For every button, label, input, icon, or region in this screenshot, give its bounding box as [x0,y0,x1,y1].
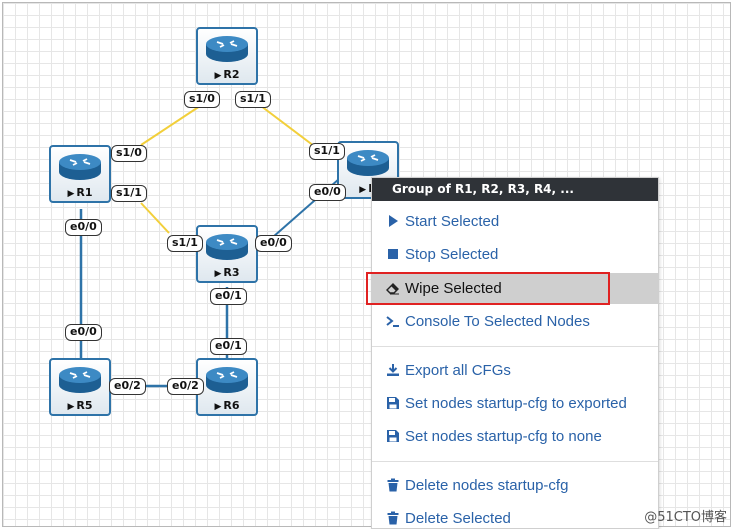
context-menu-header: Group of R1, R2, R3, R4, ... [372,178,658,201]
console-to-selected-item[interactable]: Console To Selected Nodes [372,306,658,337]
trash-icon [387,478,399,492]
menu-item-label: Stop Selected [405,246,499,263]
watermark: @51CTO博客 [644,510,727,525]
node-name: R5 [76,399,93,412]
delete-startup-cfg-item[interactable]: Delete nodes startup-cfg [372,470,658,501]
router-icon [59,154,101,180]
link-r1-r2[interactable] [140,105,201,146]
download-icon [387,364,399,376]
stop-selected-item[interactable]: Stop Selected [372,239,658,270]
startup-cfg-exported-item[interactable]: Set nodes startup-cfg to exported [372,388,658,419]
trash-icon [387,511,399,525]
save-icon [387,430,399,442]
port-label: e0/0 [309,184,346,201]
node-r5[interactable]: ▶R5 [49,358,111,416]
router-icon [347,150,389,176]
wipe-selected-item[interactable]: Wipe Selected [372,273,658,304]
port-label: s1/1 [309,143,345,160]
node-label: ▶R6 [214,399,240,412]
router-icon [206,234,248,260]
port-label: e0/2 [167,378,204,395]
save-icon [387,397,399,409]
menu-item-label: Export all CFGs [405,362,511,379]
node-r1[interactable]: ▶R1 [49,145,111,203]
menu-item-label: Set nodes startup-cfg to none [405,428,602,445]
router-icon [206,367,248,393]
startup-cfg-none-item[interactable]: Set nodes startup-cfg to none [372,421,658,452]
link-r1-r3[interactable] [140,202,170,234]
export-all-cfgs-item[interactable]: Export all CFGs [372,355,658,386]
menu-item-label: Start Selected [405,213,500,230]
play-icon [389,215,398,227]
port-label: e0/0 [255,235,292,252]
port-label: e0/0 [65,219,102,236]
port-label: e0/1 [210,338,247,355]
port-label: s1/1 [111,185,147,202]
port-label: s1/1 [235,91,271,108]
port-label: e0/0 [65,324,102,341]
terminal-icon [386,316,399,327]
stop-icon [388,249,398,259]
menu-item-label: Delete nodes startup-cfg [405,477,569,494]
delete-selected-item[interactable]: Delete Selected [372,503,658,529]
node-r3[interactable]: ▶R3 [196,225,258,283]
port-label: s1/0 [184,91,220,108]
node-name: R6 [223,399,240,412]
context-menu: Group of R1, R2, R3, R4, ... Start Selec… [371,177,659,529]
port-label: s1/0 [111,145,147,162]
port-label: e0/1 [210,288,247,305]
node-label: ▶R5 [67,399,93,412]
eraser-icon [386,283,399,295]
menu-separator [372,461,658,462]
node-name: R2 [223,68,240,81]
node-label: ▶R3 [214,266,240,279]
node-label: ▶R2 [214,68,240,81]
node-r6[interactable]: ▶R6 [196,358,258,416]
start-selected-item[interactable]: Start Selected [372,206,658,237]
menu-item-label: Delete Selected [405,510,511,527]
node-name: R3 [223,266,240,279]
link-r2-r4[interactable] [260,105,319,150]
menu-item-label: Console To Selected Nodes [405,313,590,330]
port-label: e0/2 [109,378,146,395]
menu-item-label: Wipe Selected [405,280,502,297]
menu-item-label: Set nodes startup-cfg to exported [405,395,627,412]
router-icon [59,367,101,393]
node-name: R1 [76,186,93,199]
node-label: ▶R1 [67,186,93,199]
menu-separator [372,346,658,347]
port-label: s1/1 [167,235,203,252]
router-icon [206,36,248,62]
node-r2[interactable]: ▶R2 [196,27,258,85]
